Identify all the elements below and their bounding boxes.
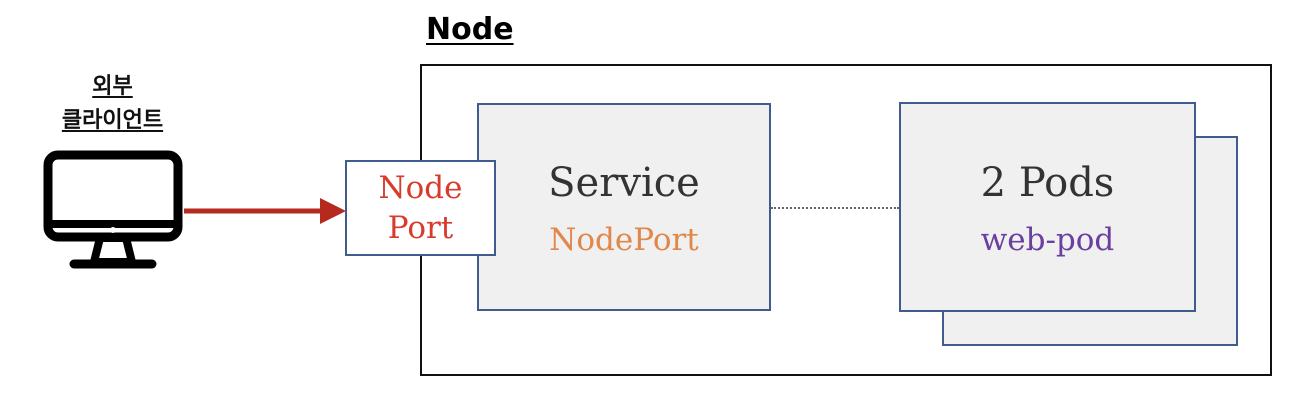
external-client-label: 외부 클라이언트 bbox=[20, 70, 205, 138]
pod-box-front bbox=[899, 102, 1196, 312]
service-title: Service bbox=[548, 160, 700, 206]
nodeport-label-line2: Port bbox=[387, 210, 454, 246]
monitor-icon bbox=[43, 150, 183, 269]
nodeport-label: Node Port bbox=[345, 168, 496, 248]
client-label-line2: 클라이언트 bbox=[61, 108, 164, 133]
nodeport-label-line1: Node bbox=[378, 170, 463, 206]
node-title: Node bbox=[426, 12, 514, 47]
service-box bbox=[477, 103, 771, 311]
service-type-label: NodePort bbox=[549, 222, 699, 258]
request-arrow bbox=[184, 198, 346, 224]
service-pods-connector bbox=[771, 207, 899, 209]
client-label-line1: 외부 bbox=[92, 74, 133, 99]
pods-title: 2 Pods bbox=[980, 160, 1115, 206]
pods-name-label: web-pod bbox=[980, 222, 1115, 258]
nodeport-box bbox=[345, 160, 496, 256]
